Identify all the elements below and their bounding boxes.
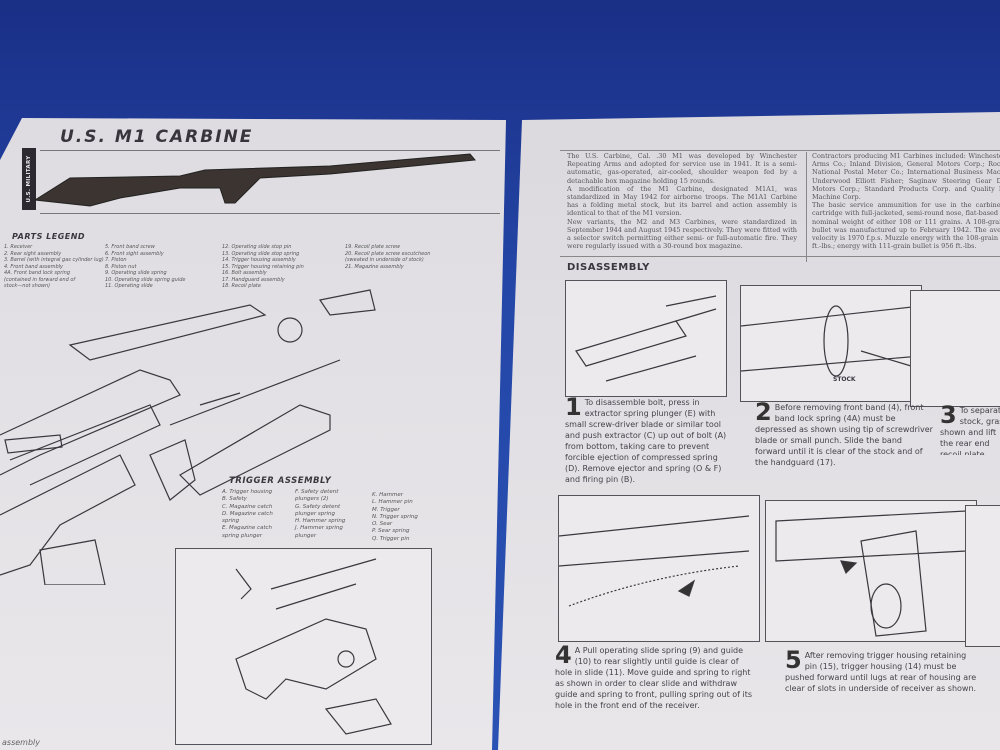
intro-text-right: Contractors producing M1 Carbines includ… bbox=[812, 152, 1000, 251]
step-2-number: 2 bbox=[755, 398, 772, 426]
step-5-figure bbox=[765, 500, 977, 642]
step-4-figure bbox=[558, 495, 760, 642]
exploded-view-illustration bbox=[0, 289, 376, 585]
step-1-figure bbox=[565, 280, 727, 397]
front-band-illustration bbox=[741, 305, 921, 377]
intro-text-left: The U.S. Carbine, Cal. .30 M1 was develo… bbox=[567, 152, 797, 251]
page-footer: assembly bbox=[2, 738, 40, 747]
page-title: U.S. M1 CARBINE bbox=[60, 127, 254, 147]
legend-rule bbox=[40, 213, 500, 214]
operating-slide-illustration bbox=[559, 515, 750, 607]
trigger-assembly-heading: TRIGGER ASSEMBLY bbox=[229, 476, 332, 486]
intro-top-rule bbox=[560, 150, 1000, 151]
title-rule bbox=[40, 150, 500, 151]
intro-bottom-rule bbox=[560, 256, 1000, 257]
carbine-illustration bbox=[33, 153, 476, 207]
step-3-text: To separate stock, grasp shown and lift … bbox=[940, 406, 1000, 455]
parts-legend-heading: PARTS LEGEND bbox=[12, 232, 86, 241]
step-6-figure bbox=[965, 505, 1000, 647]
trigger-assembly-figure bbox=[175, 548, 432, 745]
disassembly-heading: DISASSEMBLY bbox=[567, 262, 650, 273]
step-2-figure: STOCK bbox=[740, 285, 922, 402]
step-3-number: 3 bbox=[940, 405, 957, 429]
step-1-text: To disassemble bolt, press in extractor … bbox=[565, 398, 727, 484]
left-page: U.S. M1 CARBINE U.S. MILITARY PARTS LEGE… bbox=[0, 118, 506, 750]
step-3-figure bbox=[910, 290, 1000, 407]
step-1-number: 1 bbox=[565, 393, 582, 421]
side-tab: U.S. MILITARY bbox=[22, 148, 36, 210]
stock-label: STOCK bbox=[833, 376, 856, 383]
trigger-housing-illustration bbox=[775, 510, 967, 637]
trigger-assembly-illustration bbox=[235, 558, 392, 735]
step-5-text: After removing trigger housing retaining… bbox=[785, 651, 977, 693]
step-5-number: 5 bbox=[785, 646, 802, 674]
bolt-illustration bbox=[575, 295, 717, 382]
intro-column-divider bbox=[806, 152, 807, 262]
step-4-text: A Pull operating slide spring (9) and gu… bbox=[555, 646, 753, 710]
step-2-text: Before removing front band (4), front ba… bbox=[755, 403, 933, 467]
step-4-number: 4 bbox=[555, 641, 572, 669]
step-3: 3To separate stock, grasp shown and lift… bbox=[940, 405, 1000, 455]
